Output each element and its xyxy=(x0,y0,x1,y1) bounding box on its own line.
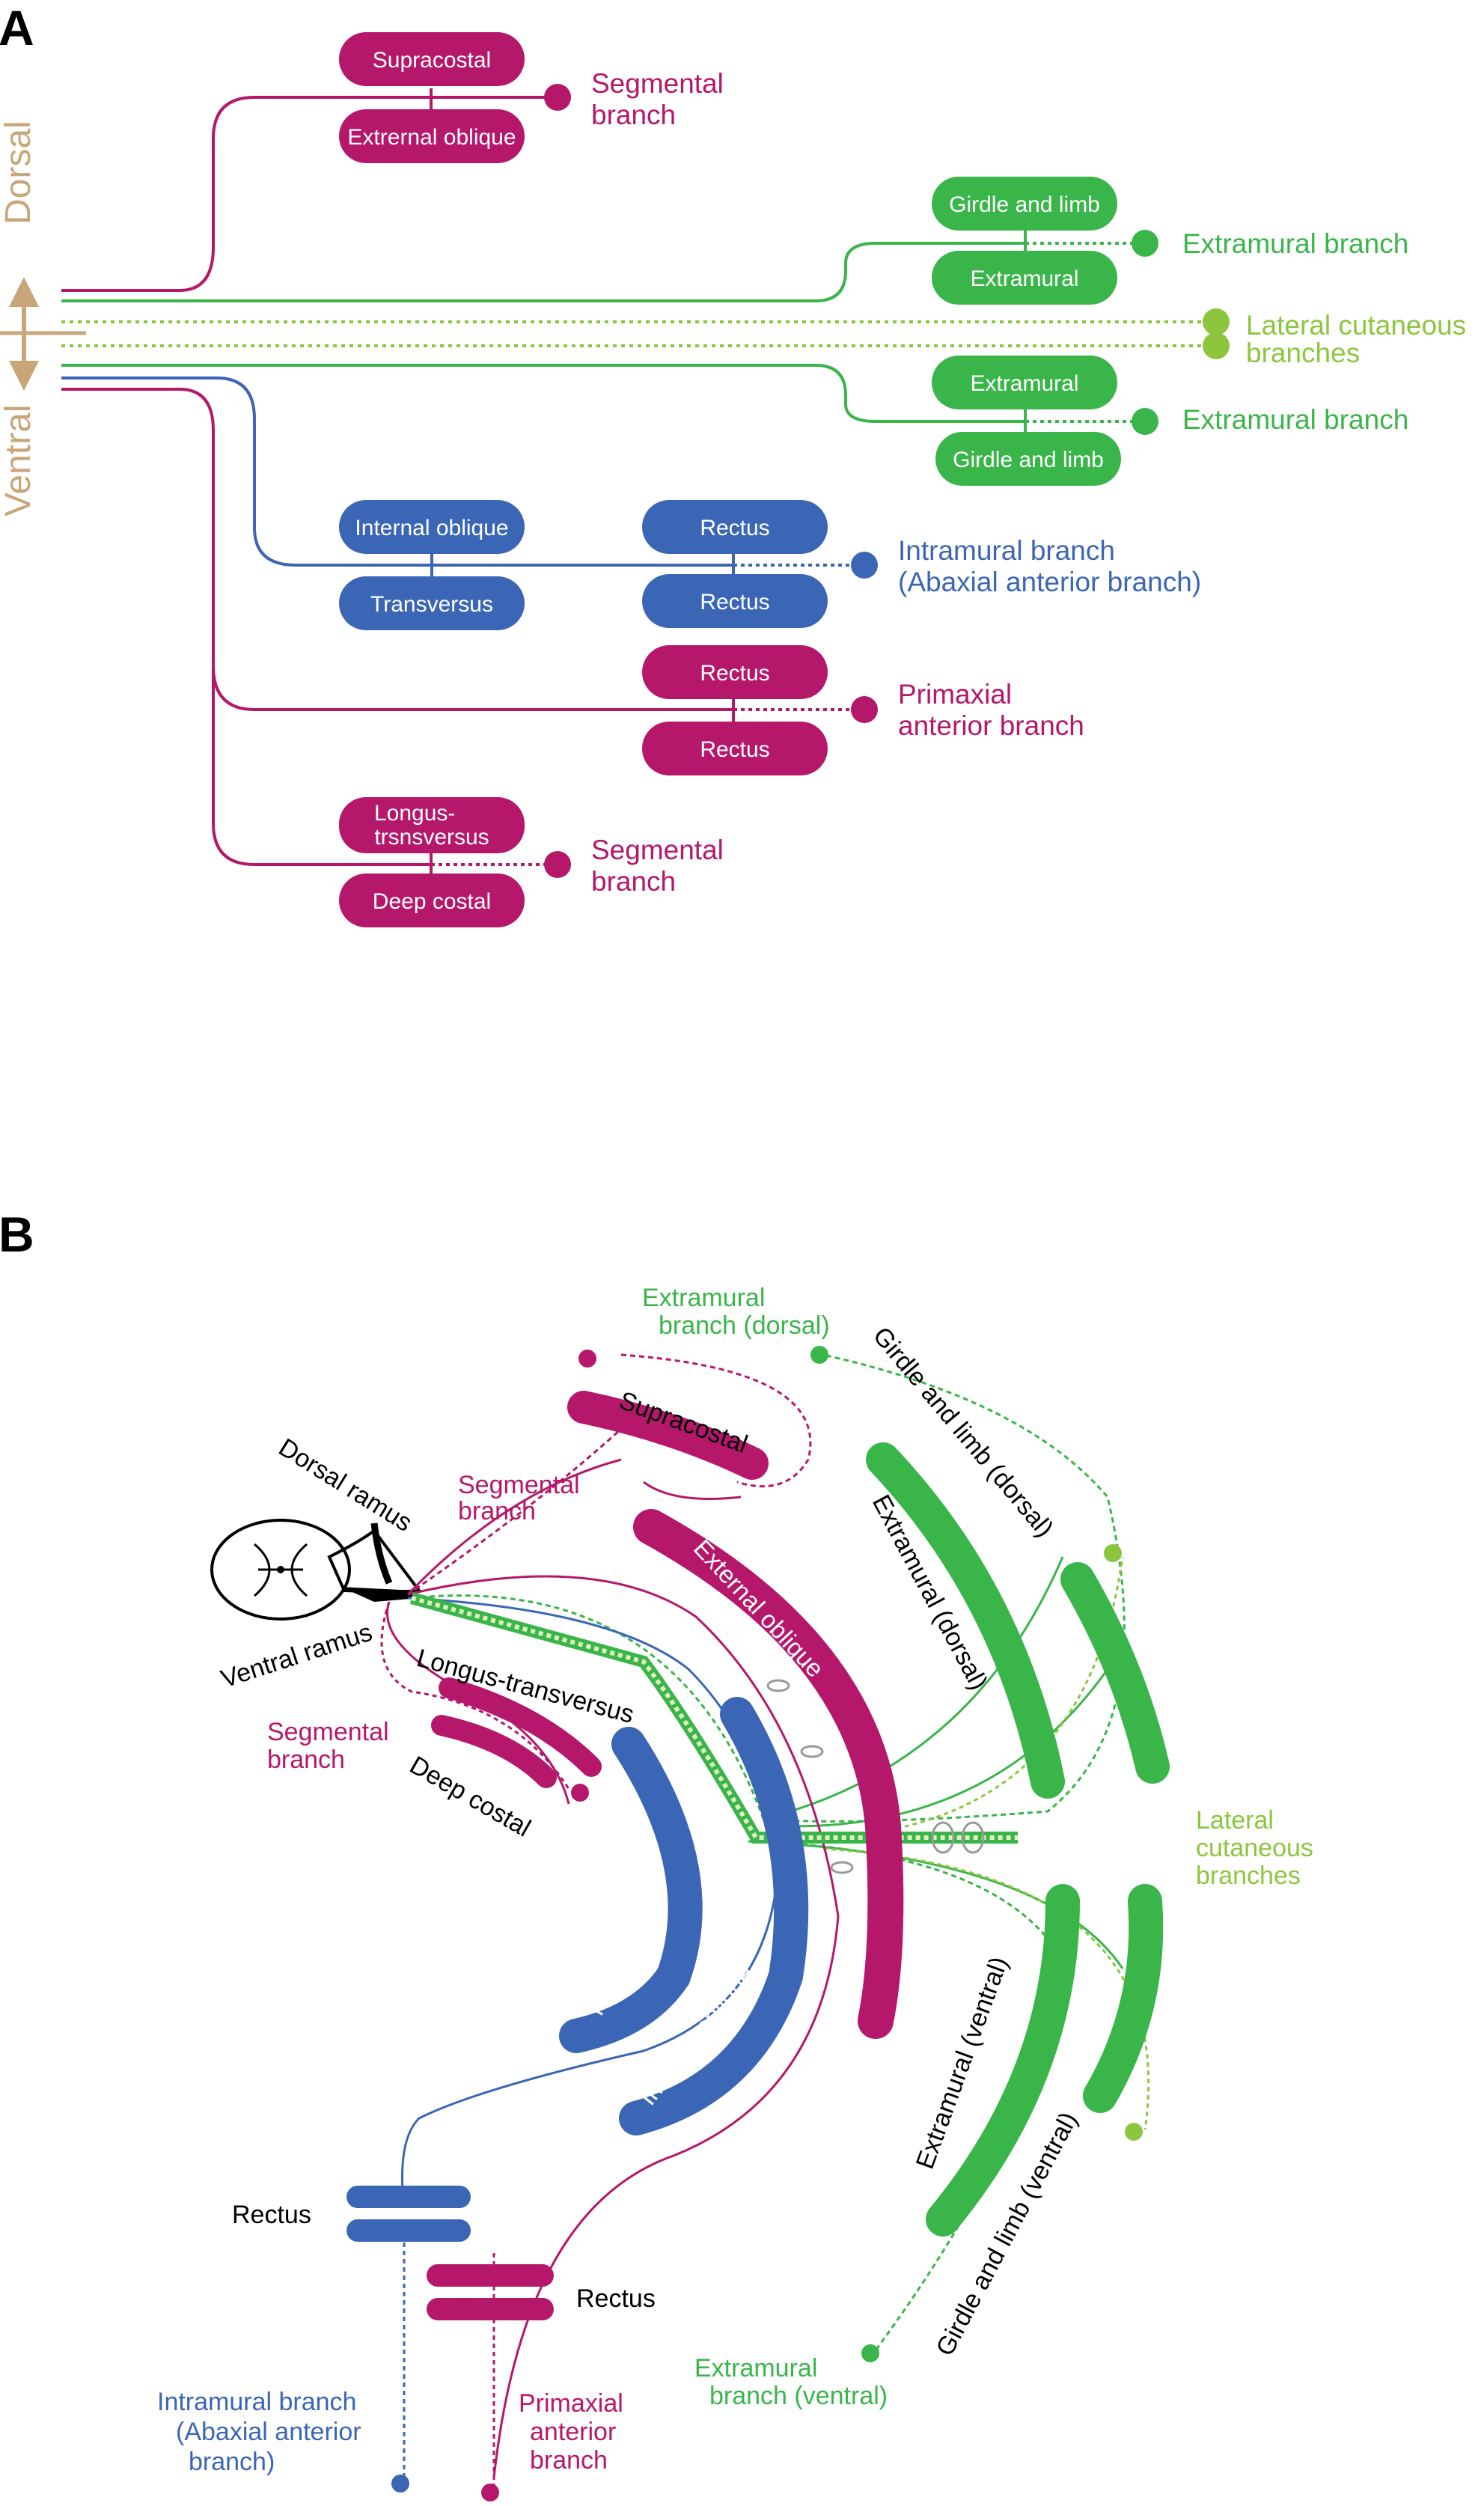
panel-a: A Dorsal Ventral xyxy=(0,0,1466,927)
svg-text:Intramural branch: Intramural branch xyxy=(157,2388,356,2416)
panel-a-pills: Supracostal Extrernal oblique Girdle and… xyxy=(339,32,1121,927)
svg-text:Extramural: Extramural xyxy=(642,1284,765,1312)
svg-text:trsnsversus: trsnsversus xyxy=(374,825,489,850)
panel-b-letter: B xyxy=(0,1207,34,1262)
pill-internal-oblique xyxy=(339,500,525,554)
arc-longus-transversus xyxy=(439,1677,602,1777)
svg-text:Segmental: Segmental xyxy=(591,835,724,865)
ventral-label: Ventral xyxy=(0,405,38,516)
pill-rectus-blue-top xyxy=(642,500,828,554)
pill-extramural-top xyxy=(932,251,1117,305)
svg-text:Lateral cutaneous: Lateral cutaneous xyxy=(1246,310,1466,341)
arc-girdle-limb-dorsal xyxy=(1060,1562,1170,1784)
svg-text:Primaxial: Primaxial xyxy=(898,679,1012,710)
arc-internal-oblique xyxy=(619,1697,809,2135)
svg-text:Transversus: Transversus xyxy=(370,592,493,617)
svg-text:Ventral ramus: Ventral ramus xyxy=(218,1618,376,1694)
panel-b-dots xyxy=(391,1346,1143,2502)
panel-a-letter: A xyxy=(0,0,34,55)
axis-arrow-down-icon xyxy=(9,361,39,391)
pill-extramural-bottom xyxy=(932,356,1117,409)
svg-text:Rectus: Rectus xyxy=(232,2201,311,2229)
pill-rectus-blue-bottom xyxy=(642,574,828,628)
pill-transversus xyxy=(339,576,525,630)
svg-text:External oblique: External oblique xyxy=(688,1534,829,1683)
svg-text:Rectus: Rectus xyxy=(700,737,769,762)
svg-text:Internal oblique: Internal oblique xyxy=(355,516,508,540)
panel-b-junctions xyxy=(766,1679,985,1874)
arc-transversus xyxy=(559,1727,703,2053)
panel-b-rectus xyxy=(346,2186,554,2320)
pill-deep-costal xyxy=(339,874,525,927)
svg-text:branches: branches xyxy=(1196,1862,1301,1890)
panel-a-labels: Segmental branch Extramural branch Later… xyxy=(591,68,1466,897)
panel-b: B xyxy=(0,1207,1313,2502)
svg-text:Extramural: Extramural xyxy=(694,2354,817,2382)
svg-text:Supracostal: Supracostal xyxy=(373,48,491,73)
svg-text:branch: branch xyxy=(591,100,676,130)
pill-girdle-limb-bottom xyxy=(935,432,1121,486)
panel-a-dots xyxy=(544,84,1230,878)
svg-text:branch (dorsal): branch (dorsal) xyxy=(659,1311,830,1340)
svg-text:Lateral: Lateral xyxy=(1196,1806,1274,1835)
svg-text:Extramural branch: Extramural branch xyxy=(1182,228,1408,259)
svg-text:anterior branch: anterior branch xyxy=(898,710,1084,741)
svg-text:Segmental: Segmental xyxy=(267,1718,389,1746)
svg-text:cutaneous: cutaneous xyxy=(1196,1834,1313,1862)
svg-text:Rectus: Rectus xyxy=(700,590,769,615)
svg-text:branch: branch xyxy=(530,2446,608,2475)
dorsal-ventral-axis: Dorsal Ventral xyxy=(0,121,86,516)
svg-text:branch: branch xyxy=(458,1497,536,1525)
svg-text:Extramural branch: Extramural branch xyxy=(1182,404,1408,435)
svg-text:Rectus: Rectus xyxy=(700,516,769,540)
svg-text:Girdle and limb: Girdle and limb xyxy=(949,192,1100,217)
axis-arrow-up-icon xyxy=(9,277,39,307)
arc-girdle-limb-ventral xyxy=(1083,1884,1164,2113)
svg-text:branch (ventral): branch (ventral) xyxy=(709,2382,888,2410)
arc-extramural-ventral xyxy=(926,1884,1080,2237)
arc-deep-costal xyxy=(431,1715,557,1788)
svg-text:anterior: anterior xyxy=(530,2418,616,2446)
panel-b-muscles xyxy=(431,1391,1170,2237)
svg-text:Extramural: Extramural xyxy=(970,266,1078,291)
svg-text:(Abaxial anterior branch): (Abaxial anterior branch) xyxy=(898,567,1201,597)
arc-external-oblique xyxy=(633,1509,904,2039)
pill-longus-transversus xyxy=(339,797,525,853)
pill-supracostal xyxy=(339,32,525,86)
pill-external-oblique xyxy=(339,109,525,163)
pill-rectus-mag-bottom xyxy=(642,722,828,775)
pill-girdle-limb-top xyxy=(932,177,1117,231)
svg-text:Primaxial: Primaxial xyxy=(519,2389,623,2418)
svg-text:branches: branches xyxy=(1246,338,1360,368)
arc-extramural-dorsal xyxy=(866,1442,1065,1799)
spinal-cord-icon xyxy=(210,1519,422,1621)
svg-text:Segmental: Segmental xyxy=(458,1471,580,1499)
dorsal-label: Dorsal xyxy=(0,121,38,225)
svg-text:Deep costal: Deep costal xyxy=(373,889,491,914)
svg-text:Extramural: Extramural xyxy=(970,371,1078,396)
svg-text:branch: branch xyxy=(591,866,676,897)
svg-text:Segmental: Segmental xyxy=(591,68,724,99)
panel-b-colored-labels: Extramural branch (dorsal) Segmental bra… xyxy=(157,1284,1313,2476)
svg-text:Longus-: Longus- xyxy=(374,801,455,826)
svg-text:Rectus: Rectus xyxy=(576,2284,656,2313)
arc-supracostal xyxy=(567,1391,769,1480)
pill-rectus-mag-top xyxy=(642,645,828,699)
svg-text:(Abaxial anterior: (Abaxial anterior xyxy=(176,2418,361,2446)
svg-text:Rectus: Rectus xyxy=(700,661,769,686)
svg-text:Girdle and limb: Girdle and limb xyxy=(953,448,1104,472)
svg-text:Intramural branch: Intramural branch xyxy=(898,535,1115,566)
svg-text:Extrernal oblique: Extrernal oblique xyxy=(347,125,516,150)
svg-text:branch): branch) xyxy=(189,2448,275,2476)
svg-text:branch: branch xyxy=(267,1746,345,1774)
